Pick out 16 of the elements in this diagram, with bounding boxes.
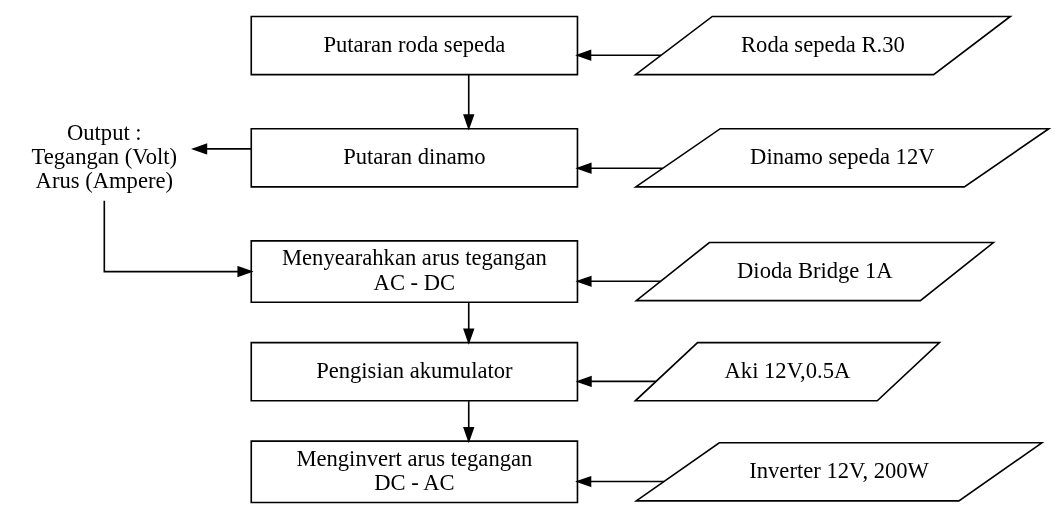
arrow — [575, 375, 657, 387]
arrow — [575, 475, 665, 487]
node-box: Putaran roda sepeda — [250, 15, 579, 75]
arrow — [575, 49, 662, 61]
arrow — [463, 73, 475, 130]
node-text: Output : Tegangan (Volt) Arus (Ampere) — [31, 119, 178, 193]
arrow — [575, 162, 664, 174]
node-box: Pengisian akumulator — [250, 341, 579, 402]
node-box: Menginvert arus tegangan DC - AC — [250, 439, 579, 503]
arrow — [463, 399, 475, 443]
node-box: Menyearahkan arus tegangan AC - DC — [250, 239, 579, 303]
arrow — [103, 199, 254, 277]
node-box: Putaran dinamo — [250, 127, 579, 188]
arrow — [191, 142, 252, 155]
arrow — [463, 301, 475, 345]
arrow — [575, 275, 662, 287]
